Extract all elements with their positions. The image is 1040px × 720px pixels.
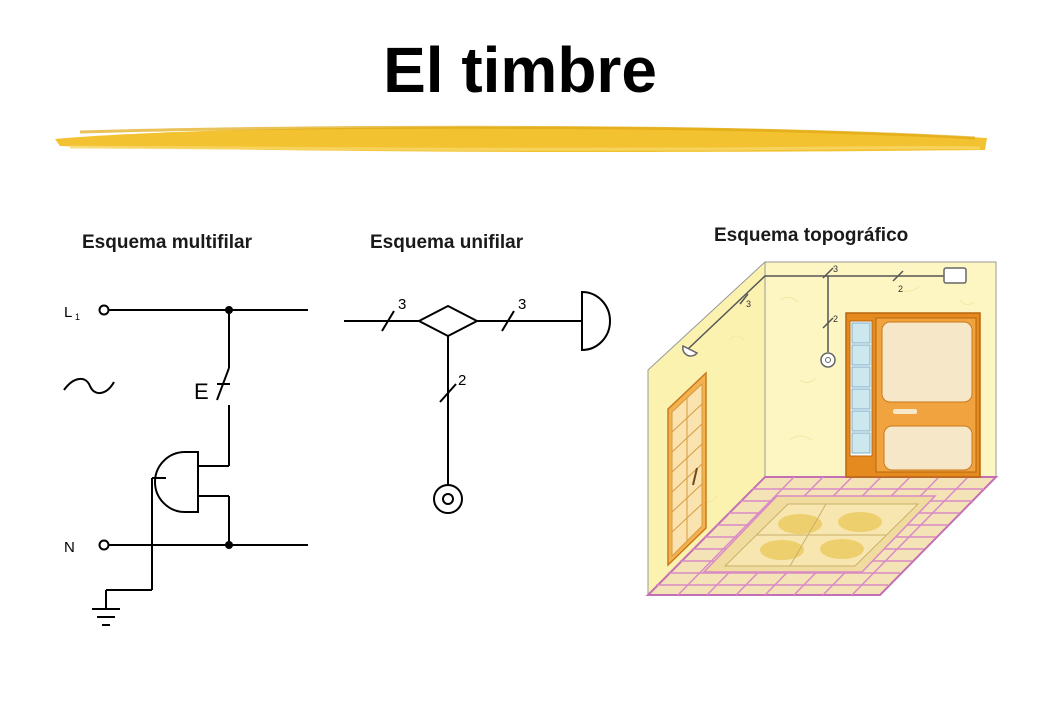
topo-wire-label-1: 3 xyxy=(833,264,838,274)
bell-icon xyxy=(943,267,967,284)
topo-wire-label-2: 2 xyxy=(898,284,903,294)
node-n xyxy=(225,541,233,549)
bell-icon xyxy=(154,451,199,513)
terminal-l1 xyxy=(98,304,110,316)
topo-wire-label-4: 2 xyxy=(833,314,838,324)
pushbutton-icon xyxy=(433,484,463,514)
line-label: L xyxy=(64,304,72,321)
bell-icon xyxy=(581,290,611,352)
terminal-n xyxy=(98,539,110,551)
unifilar-wire-left: 3 xyxy=(398,296,406,313)
side-door xyxy=(667,371,707,567)
ac-wave-icon xyxy=(63,378,115,394)
pushbutton-icon xyxy=(820,352,836,368)
page-title: El timbre xyxy=(383,34,657,106)
line-subscript: 1 xyxy=(75,312,80,322)
junction-box-icon xyxy=(681,344,699,357)
multifilar-heading: Esquema multifilar xyxy=(82,232,252,253)
switch-label: E xyxy=(194,379,209,404)
topografico-heading: Esquema topográfico xyxy=(714,225,909,246)
main-door xyxy=(845,312,981,478)
topo-wire-label-3: 3 xyxy=(746,299,751,309)
neutral-label: N xyxy=(64,539,75,556)
ground-icon xyxy=(92,608,120,626)
unifilar-heading: Esquema unifilar xyxy=(370,232,524,253)
unifilar-wire-down: 2 xyxy=(458,372,466,389)
unifilar-wire-right: 3 xyxy=(518,296,526,313)
